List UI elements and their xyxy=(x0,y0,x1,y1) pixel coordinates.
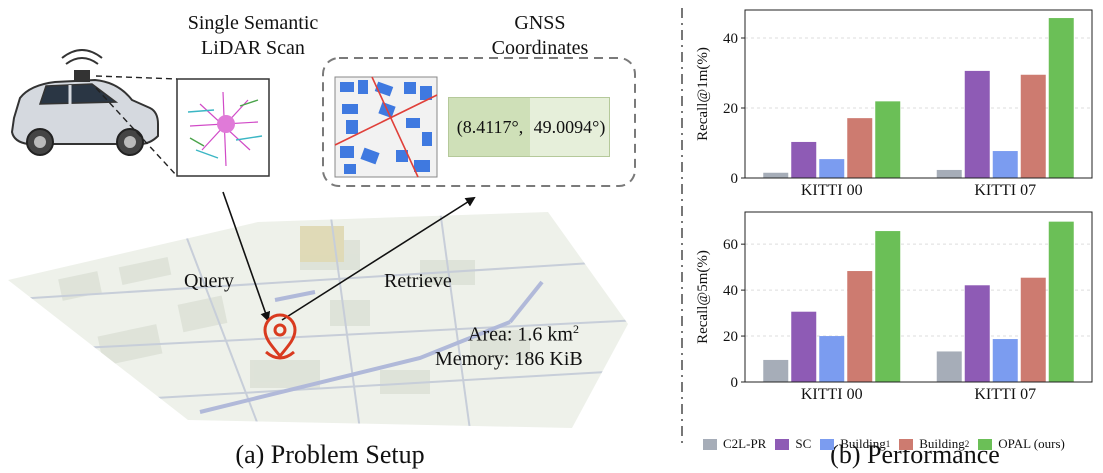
bar xyxy=(1020,277,1046,382)
y-tick-label: 20 xyxy=(723,329,738,345)
bar xyxy=(763,359,789,382)
caption-performance: (b) Performance xyxy=(830,440,1000,469)
legend-label: C2L-PR xyxy=(723,436,767,451)
legend-label: Building xyxy=(919,436,965,451)
legend-label: OPAL (ours) xyxy=(998,436,1065,451)
legend-swatch xyxy=(899,438,914,450)
bar xyxy=(992,151,1018,178)
bar xyxy=(819,336,845,382)
legend-swatch xyxy=(820,438,835,450)
bar xyxy=(763,172,789,178)
retrieve-label: Retrieve xyxy=(384,270,452,292)
y-tick-label: 0 xyxy=(731,375,739,391)
lidar-scan-image xyxy=(176,78,270,177)
legend-item: C2L-PR xyxy=(703,436,766,452)
memory-label: Memory: 186 KiB xyxy=(435,348,583,370)
category-label: KITTI 07 xyxy=(974,386,1036,403)
y-tick-label: 0 xyxy=(731,171,739,187)
scan-title-line1: Single Semantic xyxy=(187,12,319,34)
plot-border xyxy=(744,9,1093,179)
retrieve-arrow xyxy=(281,196,476,321)
legend-swatch xyxy=(775,438,790,450)
bar xyxy=(791,141,817,178)
bar xyxy=(847,271,873,382)
car-icon xyxy=(10,49,159,156)
coord-longitude: (8.4117°, xyxy=(448,97,532,157)
coord-latitude: 49.0094°) xyxy=(530,97,610,157)
y-tick-label: 40 xyxy=(723,31,738,47)
category-label: KITTI 07 xyxy=(974,182,1036,199)
legend-swatch xyxy=(978,438,993,450)
bar xyxy=(1048,18,1074,178)
y-axis-label: Recall@5m(%) xyxy=(695,250,711,344)
query-label: Query xyxy=(184,270,234,292)
legend-label: SC xyxy=(795,436,812,451)
bar xyxy=(964,285,990,382)
bar xyxy=(1048,221,1074,382)
gnss-title-line2: Coordinates xyxy=(491,37,589,59)
bar xyxy=(819,159,845,178)
legend-superscript: 2 xyxy=(964,439,970,449)
category-label: KITTI 00 xyxy=(801,182,863,199)
y-tick-label: 40 xyxy=(723,283,738,299)
legend-superscript: 1 xyxy=(885,439,891,449)
area-text: Area: 1.6 km xyxy=(468,323,573,346)
bar xyxy=(875,101,901,178)
scan-title-line2: LiDAR Scan xyxy=(201,37,305,59)
bar xyxy=(936,169,962,178)
y-axis-label: Recall@1m(%) xyxy=(695,47,711,141)
caption-problem-setup: (a) Problem Setup xyxy=(235,440,425,469)
bar xyxy=(936,351,962,382)
y-tick-label: 20 xyxy=(723,101,738,117)
plot-border xyxy=(744,211,1093,383)
gnss-title-line1: GNSS xyxy=(514,12,566,34)
legend-item: SC xyxy=(775,436,811,452)
location-pin-icon xyxy=(263,313,297,360)
area-unit-exponent: 2 xyxy=(572,322,579,336)
area-label: Area: 1.6 km2 xyxy=(468,322,579,347)
city-map xyxy=(8,212,628,428)
legend-label: Building xyxy=(840,436,886,451)
bar xyxy=(992,339,1018,382)
legend-item: OPAL (ours) xyxy=(978,436,1065,452)
y-tick-label: 60 xyxy=(723,237,738,253)
bar xyxy=(1020,74,1046,178)
bar xyxy=(964,70,990,178)
bar xyxy=(875,231,901,382)
query-arrow xyxy=(222,191,271,322)
legend-swatch xyxy=(703,438,717,450)
bar xyxy=(791,311,817,382)
category-label: KITTI 00 xyxy=(801,386,863,403)
building-map-tile xyxy=(334,76,438,178)
bar xyxy=(847,118,873,178)
